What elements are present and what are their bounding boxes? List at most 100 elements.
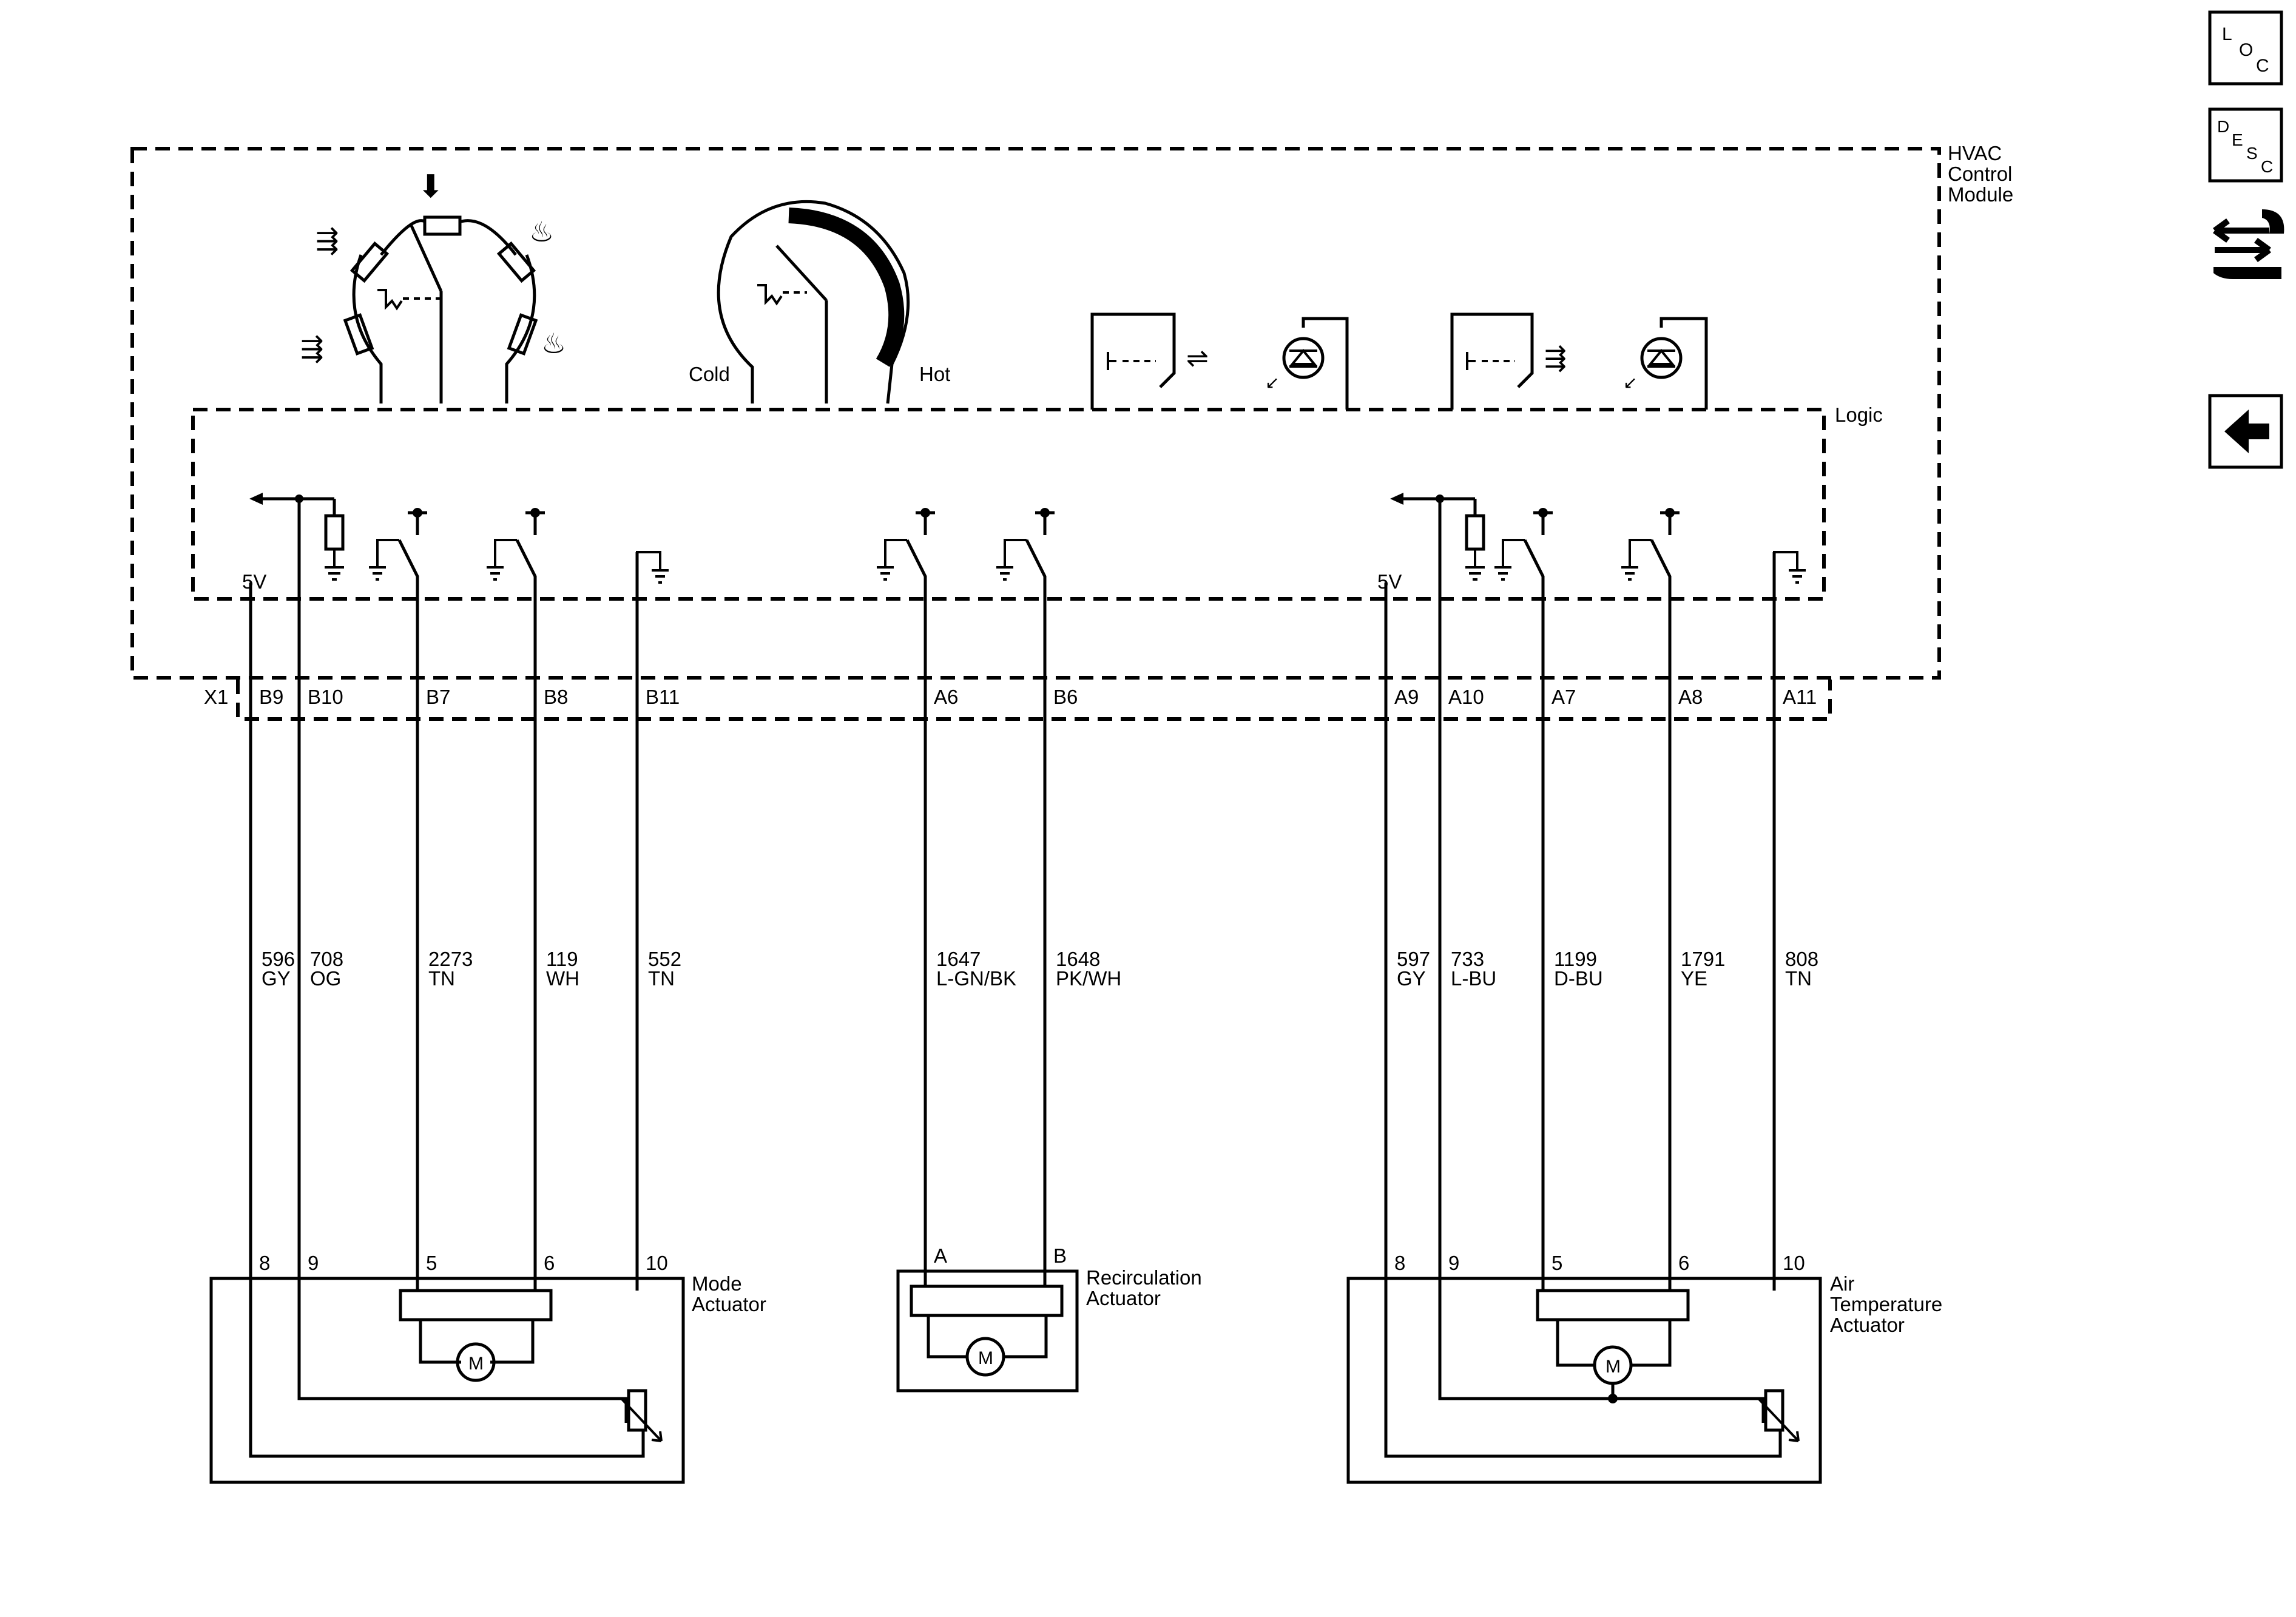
ground-symbol <box>369 539 399 581</box>
connector-pin-label: A9 <box>1394 686 1419 708</box>
ground-symbol <box>877 539 907 581</box>
reference-arrow <box>1390 493 1403 505</box>
logic-switch <box>1025 511 1055 598</box>
connector-pin-label: A8 <box>1678 686 1703 708</box>
ground-symbol <box>487 539 517 581</box>
connector-pin-label: B7 <box>426 686 450 708</box>
desc-letter-d: D <box>2217 117 2229 136</box>
actuator-pin-label: 8 <box>1394 1252 1405 1274</box>
temperature-knob: Cold Hot <box>689 200 950 404</box>
recirc-indicator-led: ↙ <box>1265 317 1349 410</box>
logic-outline <box>191 408 1826 601</box>
ground-symbol <box>636 551 669 598</box>
reference-arrow <box>249 493 263 505</box>
loc-button[interactable]: L O C <box>2208 10 2283 86</box>
loc-letter-l: L <box>2222 24 2232 44</box>
loc-letter-o: O <box>2239 40 2253 60</box>
logic-symbols: 5V 5V <box>242 493 1806 598</box>
ac-car-icon: ⇶ <box>1544 343 1567 373</box>
connector-pin-label: A10 <box>1448 686 1484 708</box>
voltage-label: 5V <box>242 570 266 593</box>
voltage-label: 5V <box>1377 570 1402 593</box>
ac-indicator-led: ↙ <box>1623 317 1708 410</box>
pullup-resistor <box>1465 514 1485 551</box>
pullup-resistor <box>324 514 345 551</box>
actuator-pin-label: 10 <box>1783 1252 1805 1274</box>
desc-letter-e: E <box>2232 130 2243 149</box>
back-arrow-icon <box>2224 410 2269 453</box>
feedback-potentiometer <box>627 1389 647 1432</box>
mode-selector-knob: ⬇ ⇶ ⇶ ♨ ♨ <box>300 169 566 403</box>
ground-symbol <box>325 549 344 581</box>
led-rays-icon: ↙ <box>1623 373 1637 392</box>
connector-pin-label: B8 <box>544 686 568 708</box>
ac-switch: ⇶ <box>1450 312 1567 410</box>
actuator-internal-wire <box>1438 1291 1765 1423</box>
actuator-internal-wire <box>1384 1291 1782 1458</box>
ground-symbol <box>1621 539 1652 581</box>
connector-pin-label: B9 <box>259 686 283 708</box>
desc-letter-s: S <box>2246 144 2258 163</box>
desc-letter-c: C <box>2261 157 2273 176</box>
actuator-internal-wire <box>297 1291 628 1423</box>
logic-switch <box>515 511 545 598</box>
connector-pin-label: A7 <box>1551 686 1576 708</box>
connector-x1-outline <box>236 680 1832 721</box>
motor-symbol: M <box>468 1354 484 1374</box>
motor-symbol: M <box>1606 1357 1621 1377</box>
actuator-internal-wire <box>249 1291 645 1458</box>
hvac-module-outline <box>130 147 1941 680</box>
actuator-pin-label: 6 <box>1678 1252 1689 1274</box>
actuator-pin-label: 9 <box>1448 1252 1459 1274</box>
logic-switch <box>1523 511 1553 598</box>
actuator-pin-label: 9 <box>308 1252 319 1274</box>
connector-pin-label: A6 <box>934 686 958 708</box>
motor-symbol: M <box>978 1348 993 1368</box>
ground-symbol <box>996 539 1027 581</box>
connector-pin-label: B11 <box>646 686 680 708</box>
recirc-switch: ⇌ <box>1090 312 1209 410</box>
desc-button[interactable]: D E S C <box>2208 107 2283 183</box>
connector-pin-label: B6 <box>1053 686 1078 708</box>
switch-pole-dot <box>530 508 540 518</box>
mode-face-icon: ⬇ <box>417 169 444 204</box>
switch-pole-dot <box>920 508 930 518</box>
switch-pole-dot <box>1538 508 1548 518</box>
ground-symbol <box>1465 549 1485 581</box>
logic-switch <box>1650 511 1680 598</box>
connector-pin-label: A11 <box>1783 686 1817 708</box>
recirc-car-icon: ⇌ <box>1186 343 1209 373</box>
actuator-pin-label: 5 <box>426 1252 437 1274</box>
connector-label: X1 <box>204 686 228 708</box>
diagnostic-tool-icon[interactable] <box>2213 209 2284 279</box>
ground-symbol <box>1494 539 1525 581</box>
mode-floor-defrost-icon: ♨ <box>529 216 554 248</box>
back-button[interactable] <box>2208 394 2283 469</box>
logic-label: Logic <box>1835 403 1883 426</box>
feedback-potentiometer <box>1764 1389 1784 1432</box>
mode-floor-icon: ⇶ <box>300 333 324 364</box>
actuator-pin-label: B <box>1053 1244 1067 1267</box>
logic-switch <box>397 511 427 598</box>
switch-pole-dot <box>1665 508 1675 518</box>
ground-symbol <box>1773 551 1806 598</box>
logic-switch <box>905 511 935 598</box>
mode-defrost-icon: ♨ <box>541 328 566 359</box>
loc-letter-c: C <box>2256 56 2269 76</box>
actuator-pin-label: 5 <box>1551 1252 1562 1274</box>
